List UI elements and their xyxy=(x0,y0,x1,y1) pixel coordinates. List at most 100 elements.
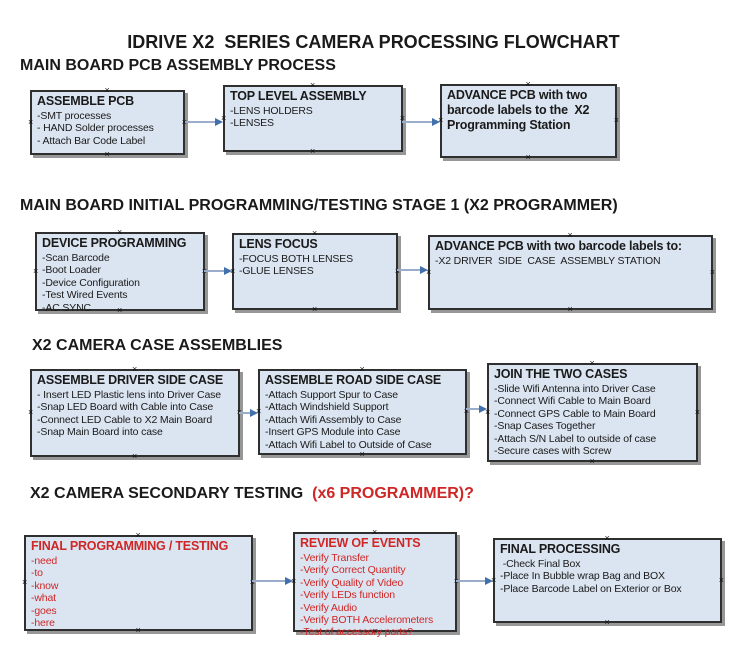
box-item: -Secure cases with Screw xyxy=(494,444,612,457)
flow-box-device-programming: DEVICE PROGRAMMING-Scan Barcode-Boot Loa… xyxy=(33,228,207,315)
section-heading-pcb-assembly: MAIN BOARD PCB ASSEMBLY PROCESS xyxy=(20,57,336,74)
box-item: -AC SYNC xyxy=(42,301,91,314)
connection-point-icon: × xyxy=(485,406,491,417)
box-item: -Attach Windshield Support xyxy=(265,401,389,414)
arrowhead-icon xyxy=(215,118,223,126)
box-title: LENS FOCUS xyxy=(239,237,318,251)
connector-line xyxy=(402,121,432,123)
box-item: -LENSES xyxy=(230,117,274,130)
box-item: -Verify Correct Quantity xyxy=(300,564,406,577)
section-heading-initial-programming: MAIN BOARD INITIAL PROGRAMMING/TESTING S… xyxy=(20,197,618,214)
flow-box-assemble-road-side-case: ASSEMBLE ROAD SIDE CASE -Attach Support S… xyxy=(256,365,469,459)
connection-point-icon: × xyxy=(117,305,123,315)
box-title: DEVICE PROGRAMMING xyxy=(42,236,187,250)
connection-point-icon: × xyxy=(525,79,531,89)
box-title: FINAL PROCESSING xyxy=(500,542,621,556)
box-item: -Connect LED Cable to X2 Main Board xyxy=(37,413,213,426)
flow-box-top-level-assembly: TOP LEVEL ASSEMBLY-LENS HOLDERS-LENSES××… xyxy=(221,81,405,156)
connector-arrow xyxy=(456,576,493,586)
connection-point-icon: × xyxy=(182,117,187,127)
connection-point-icon: × xyxy=(372,626,378,636)
connector-arrow xyxy=(204,266,232,276)
box-item: -Verify BOTH Accelerometers xyxy=(300,613,434,626)
connector-line xyxy=(204,270,224,272)
box-item: -Connect GPS Cable to Main Board xyxy=(494,407,656,420)
flow-box-advance-pcb-programming-station: ADVANCE PCB with two barcode labels to t… xyxy=(438,80,619,162)
flow-box-lens-focus: LENS FOCUS-FOCUS BOTH LENSES-GLUE LENSES… xyxy=(230,229,400,314)
connection-point-icon: × xyxy=(567,304,573,314)
arrowhead-icon xyxy=(224,267,232,275)
box-item: -FOCUS BOTH LENSES xyxy=(239,253,353,265)
connection-point-icon: × xyxy=(525,152,531,162)
section-heading-black-part: X2 CAMERA SECONDARY TESTING xyxy=(30,485,313,502)
box-title: ADVANCE PCB with two barcode labels to t… xyxy=(447,88,593,132)
flow-box-final-programming-testing: FINAL PROGRAMMING / TESTING -need-to-know… xyxy=(22,531,255,635)
box-title: ASSEMBLE PCB xyxy=(37,94,134,108)
arrowhead-icon xyxy=(250,409,258,417)
connection-point-icon: × xyxy=(463,406,469,416)
connection-point-icon: × xyxy=(359,364,365,374)
box-item: -here xyxy=(31,616,55,629)
connection-point-icon: × xyxy=(104,149,110,159)
box-item: -Test of accessory ports? xyxy=(300,626,413,639)
box-item: -X2 DRIVER SIDE CASE ASSEMBLY STATION xyxy=(435,255,661,267)
connection-point-icon: × xyxy=(256,406,262,416)
connection-point-icon: × xyxy=(589,456,595,466)
connection-point-icon: × xyxy=(291,576,297,586)
connection-point-icon: × xyxy=(399,112,405,123)
box-item: -Device Configuration xyxy=(42,276,140,289)
box-item: -Attach Wifi Assembly to Case xyxy=(265,413,402,426)
box-item: -Snap Cases Together xyxy=(494,420,596,433)
box-item: -Verify Quality of Video xyxy=(300,576,404,589)
connection-point-icon: × xyxy=(438,115,444,125)
connection-point-icon: × xyxy=(33,265,39,276)
box-item: -LENS HOLDERS xyxy=(230,105,313,117)
box-item: -Place Barcode Label on Exterior or Box xyxy=(500,582,682,595)
connector-line xyxy=(185,121,215,123)
connection-point-icon: × xyxy=(249,577,255,587)
connection-point-icon: × xyxy=(359,449,365,459)
box-item: - Attach Bar Code Label xyxy=(37,134,146,147)
box-item: -goes xyxy=(31,604,57,617)
connection-point-icon: × xyxy=(491,574,497,585)
box-item: -Test Wired Events xyxy=(42,289,128,302)
connection-point-icon: × xyxy=(567,230,573,240)
box-item: -Attach S/N Label to outside of case xyxy=(494,432,657,445)
connector-arrow xyxy=(466,404,487,414)
box-item: -Connect Wifi Cable to Main Board xyxy=(494,395,651,408)
connection-point-icon: × xyxy=(709,266,715,277)
arrowhead-icon xyxy=(285,577,293,585)
box-title: ASSEMBLE DRIVER SIDE CASE xyxy=(37,373,224,387)
box-item: -to xyxy=(31,567,43,580)
connection-point-icon: × xyxy=(589,358,595,368)
box-title: ASSEMBLE ROAD SIDE CASE xyxy=(265,373,441,387)
connector-arrow xyxy=(402,117,440,127)
flow-box-assemble-pcb: ASSEMBLE PCB-SMT processes- HAND Solder … xyxy=(28,86,187,159)
connection-point-icon: × xyxy=(28,407,34,417)
arrowhead-icon xyxy=(432,118,440,126)
connection-point-icon: × xyxy=(604,533,610,543)
box-item: -know xyxy=(31,579,59,592)
box-item: -need xyxy=(31,555,58,567)
connection-point-icon: × xyxy=(135,530,141,540)
box-item: - HAND Solder processes xyxy=(37,122,154,135)
box-item: -what xyxy=(31,592,56,605)
box-title: FINAL PROGRAMMING / TESTING xyxy=(31,539,229,553)
box-item: - Insert LED Plastic lens into Driver Ca… xyxy=(37,389,221,401)
connector-arrow xyxy=(185,117,223,127)
connector-line xyxy=(397,269,420,271)
connection-point-icon: × xyxy=(372,527,378,537)
box-item: -Attach Support Spur to Case xyxy=(265,389,398,401)
connector-arrow xyxy=(239,408,258,418)
box-title: JOIN THE TWO CASES xyxy=(494,367,628,381)
connector-arrow xyxy=(252,576,293,586)
connection-point-icon: × xyxy=(28,116,34,127)
box-item: -Check Final Box xyxy=(500,558,581,570)
arrowhead-icon xyxy=(479,405,487,413)
box-item: -Place In Bubble wrap Bag and BOX xyxy=(500,570,665,583)
connection-point-icon: × xyxy=(718,574,724,585)
connection-point-icon: × xyxy=(312,304,318,314)
connection-point-icon: × xyxy=(221,112,227,123)
section-heading-red-part: (x6 PROGRAMMER)? xyxy=(312,485,474,502)
box-item: -Snap LED Board with Cable into Case xyxy=(37,401,214,414)
